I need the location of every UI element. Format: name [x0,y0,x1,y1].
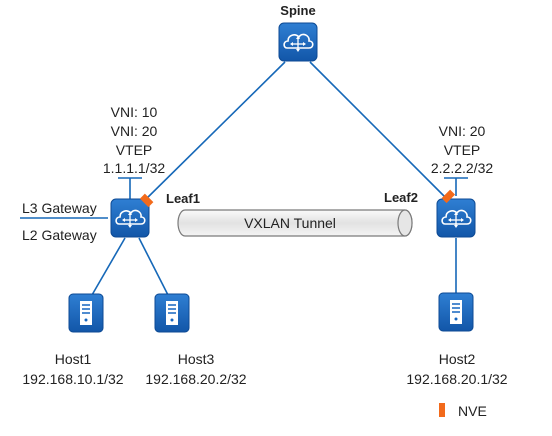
nve-legend-swatch [439,403,445,417]
l3-gateway-label: L3 Gateway [22,200,97,216]
l2-gateway-label: L2 Gateway [22,227,97,243]
leaf2-vtep-ip: 2.2.2.2/32 [431,160,493,176]
host1-name: Host1 [55,351,92,367]
legend: NVE [439,403,487,419]
link-leaf1-host1 [91,237,126,296]
legend-label: NVE [458,403,487,419]
leaf1-vni-block: VNI: 10 VNI: 20 VTEP 1.1.1.1/32 [103,104,165,176]
router-cloud-icon [110,198,150,238]
server-icon [154,293,190,333]
leaf1-vtep-ip: 1.1.1.1/32 [103,160,165,176]
host3-ip: 192.168.20.2/32 [145,371,246,387]
leaf2-label: Leaf2 [384,190,418,205]
link-leaf1-host3 [138,237,169,296]
link-spine-leaf1 [140,61,286,205]
nve-marker-leaf2 [441,189,456,204]
server-icon [68,293,104,333]
router-cloud-icon [278,22,318,62]
host2-name: Host2 [439,351,476,367]
spine-label: Spine [280,3,315,18]
nve-marker-leaf1 [139,193,154,208]
server-icon [438,292,474,332]
leaf1-vni-line: VNI: 10 [111,104,158,120]
host2-ip: 192.168.20.1/32 [406,371,507,387]
link-spine-leaf2 [309,61,447,199]
leaf2-vtep-label: VTEP [444,142,481,158]
leaf2-vni-block: VNI: 20 VTEP 2.2.2.2/32 [431,123,493,176]
leaf1-vni-line: VNI: 20 [111,123,158,139]
router-cloud-icon [436,198,476,238]
host3-name: Host3 [178,351,215,367]
tunnel-label: VXLAN Tunnel [244,215,336,231]
leaf1-vtep-label: VTEP [116,142,153,158]
leaf1-label: Leaf1 [166,191,200,206]
host1-ip: 192.168.10.1/32 [22,371,123,387]
links [20,61,468,296]
vxlan-tunnel: VXLAN Tunnel [177,209,413,237]
leaf2-vni-line: VNI: 20 [439,123,486,139]
